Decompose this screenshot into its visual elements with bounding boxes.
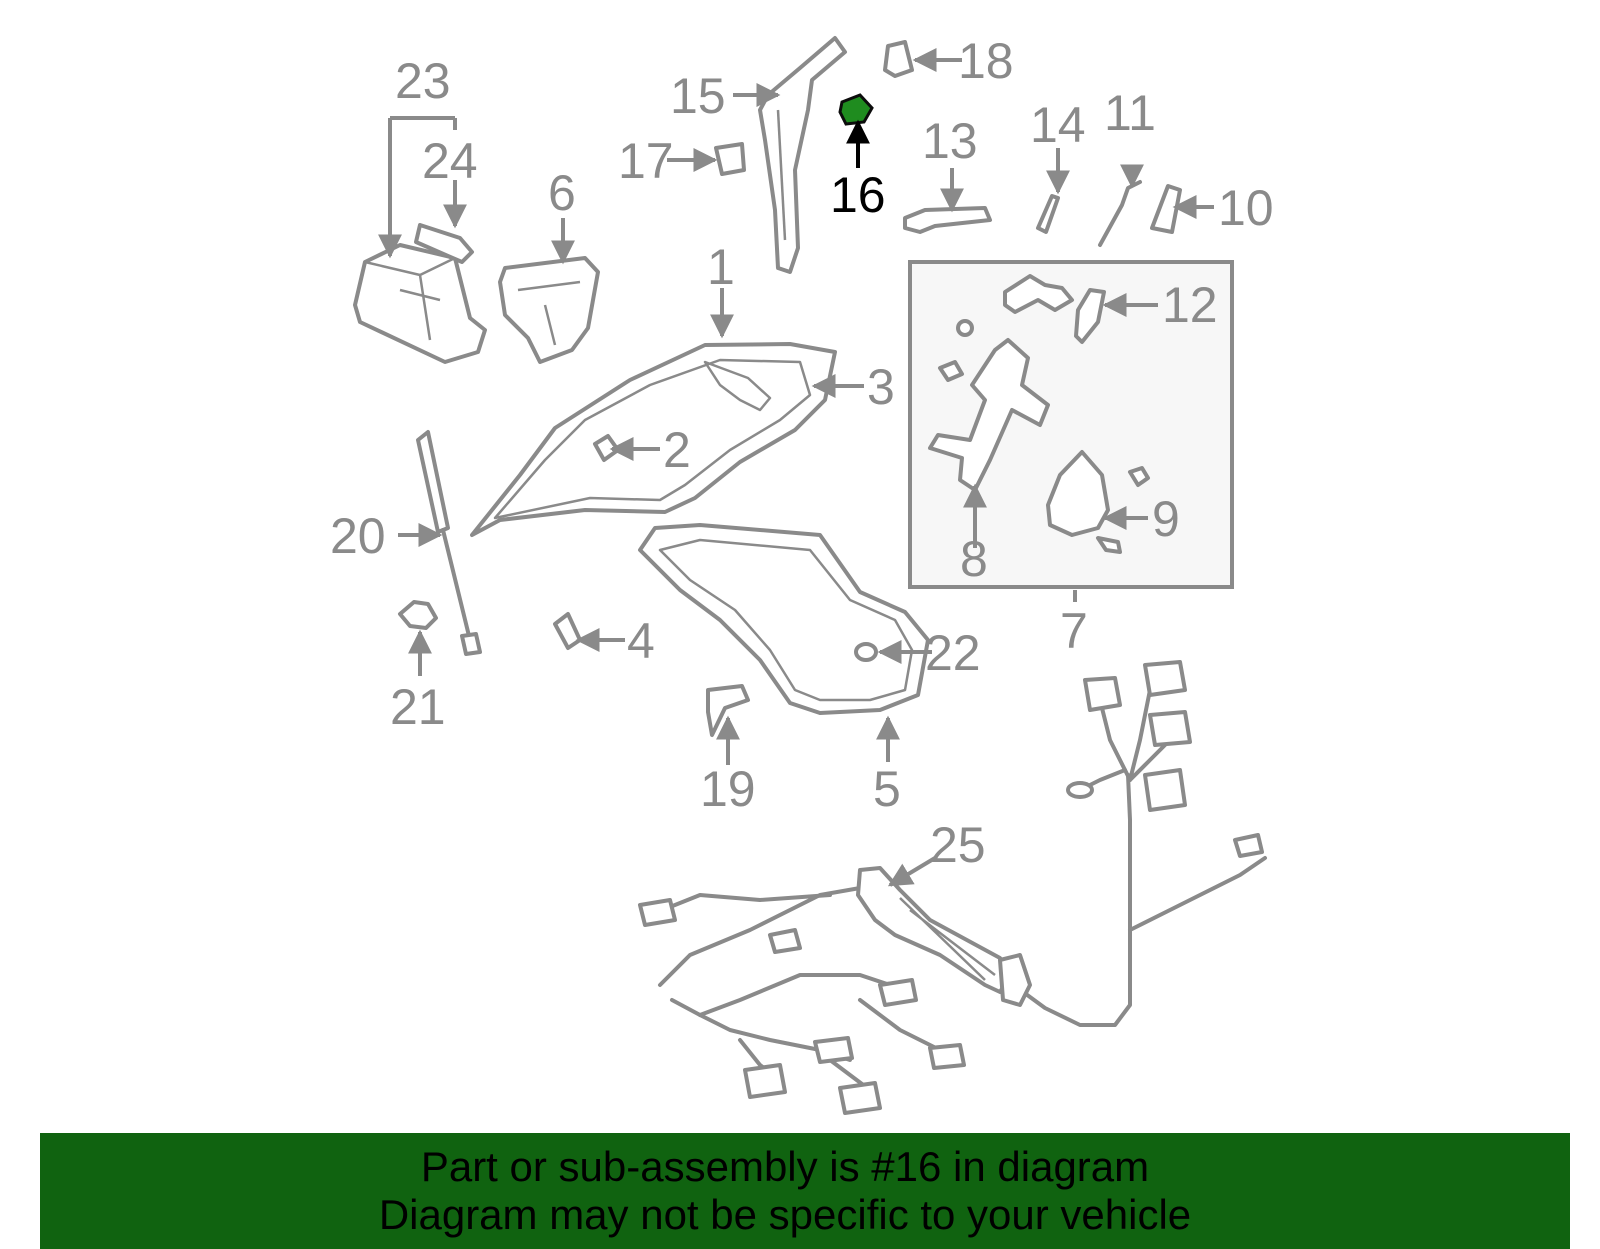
callout-14: 14 <box>1030 97 1086 153</box>
callout-18: 18 <box>958 33 1014 89</box>
part-16-highlighted-clip <box>838 93 874 126</box>
callout-10: 10 <box>1218 180 1274 236</box>
callout-24: 24 <box>422 133 478 189</box>
banner-line-part-info: Part or sub-assembly is #16 in diagram <box>420 1143 1150 1190</box>
callout-labels: 1 2 3 4 5 6 7 8 9 10 11 12 13 14 15 16 1… <box>330 33 1274 873</box>
part-23-lamp-housing <box>353 243 487 364</box>
part-7-latch-assembly-box <box>908 260 1234 589</box>
part-11-link-rod <box>1098 180 1142 247</box>
callout-6: 6 <box>548 165 576 221</box>
callout-21: 21 <box>390 679 446 735</box>
callout-5: 5 <box>873 761 901 817</box>
part-22-grommet <box>854 642 878 662</box>
callout-15: 15 <box>670 68 726 124</box>
part-25-wiring-harness <box>638 660 1267 1115</box>
part-13-rod <box>903 206 992 234</box>
info-banner: Part or sub-assembly is #16 in diagram D… <box>40 1133 1570 1249</box>
callout-12: 12 <box>1162 277 1218 333</box>
callout-19: 19 <box>700 761 756 817</box>
callout-17: 17 <box>618 133 674 189</box>
callout-20: 20 <box>330 508 386 564</box>
callout-3: 3 <box>867 359 895 415</box>
callout-25: 25 <box>930 817 986 873</box>
part-1-trunk-lid <box>470 342 837 537</box>
banner-line-disclaimer: Diagram may not be specific to your vehi… <box>378 1191 1192 1238</box>
part-17-clip <box>714 142 746 176</box>
callout-leaders <box>390 48 1214 887</box>
part-15-hinge-arm <box>758 36 847 274</box>
callout-4: 4 <box>627 613 655 669</box>
callout-22: 22 <box>925 625 981 681</box>
callout-23: 23 <box>395 53 451 109</box>
part-6-latch-bracket <box>498 256 600 364</box>
callout-16-highlighted: 16 <box>830 167 886 223</box>
callout-11: 11 <box>1104 85 1156 141</box>
part-20-gas-strut <box>416 430 482 656</box>
part-14-pin <box>1036 194 1060 234</box>
callout-2: 2 <box>663 422 691 478</box>
part-4-clip <box>553 612 582 650</box>
part-5-lid-trim-panel <box>638 523 930 715</box>
callout-8: 8 <box>960 531 988 587</box>
callout-13: 13 <box>922 113 978 169</box>
callout-9: 9 <box>1152 491 1180 547</box>
callout-7: 7 <box>1060 603 1088 659</box>
callout-1: 1 <box>707 239 735 295</box>
part-21-ball-stud <box>398 600 438 630</box>
part-18-pad <box>883 40 914 78</box>
part-19-clip <box>706 684 750 737</box>
part-24-bulb <box>414 223 474 264</box>
